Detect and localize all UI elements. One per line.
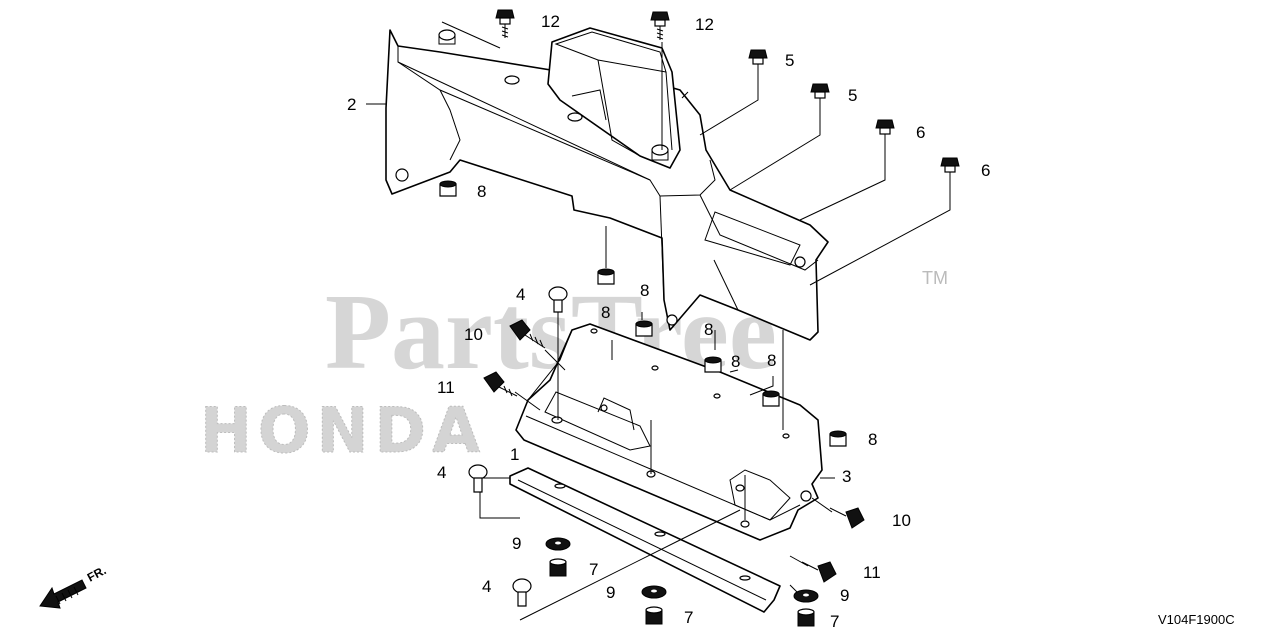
bolt-6-upper-icon: [875, 119, 895, 148]
part-1-scraper-plate: [509, 467, 781, 613]
callout-8a: 8: [477, 182, 486, 201]
callout-5b: 5: [848, 86, 857, 105]
washer-9-a-icon: [545, 537, 571, 551]
callout-12a: 12: [541, 12, 560, 31]
flange-bolt-11-right-icon: [801, 561, 837, 583]
carriage-bolt-4-c-icon: [512, 578, 532, 607]
callout-5a: 5: [785, 51, 794, 70]
callout-4a: 4: [516, 285, 525, 304]
flange-bolt-10-right-icon: [829, 507, 865, 529]
callout-6a: 6: [916, 123, 925, 142]
washer-9-b-icon: [641, 585, 667, 599]
callout-8f: 8: [868, 430, 877, 449]
leader-lines: [366, 21, 951, 621]
carriage-bolt-4-a-icon: [548, 286, 568, 313]
callout-4b: 4: [437, 463, 446, 482]
diagram-code: V104F1900C: [1158, 612, 1235, 627]
bolt-5-lower-icon: [810, 83, 830, 112]
callout-7b: 7: [684, 608, 693, 627]
callout-9c: 9: [840, 586, 849, 605]
callout-4c: 4: [482, 577, 491, 596]
callout-11a: 11: [437, 378, 455, 397]
callout-8g: 8: [704, 320, 713, 339]
nut-8-a-icon: [439, 180, 457, 197]
bolt-12-left-icon: [495, 9, 515, 38]
bolt-5-upper-icon: [748, 49, 768, 78]
callout-8e: 8: [767, 351, 776, 370]
watermark-oem: HONDA: [200, 394, 486, 467]
watermark-trademark: TM: [922, 268, 948, 288]
callout-6b: 6: [981, 161, 990, 180]
nut-8-c-icon: [635, 320, 653, 337]
nut-8-b-icon: [597, 268, 615, 285]
callout-2: 2: [347, 95, 356, 114]
washer-9-c-icon: [793, 589, 819, 603]
nut-8-e-icon: [762, 390, 780, 407]
nut-8-f-icon: [829, 430, 847, 447]
direction-indicator: FR.: [39, 563, 109, 609]
carriage-bolt-4-b-icon: [468, 464, 488, 493]
nut-7-a-icon: [549, 558, 567, 577]
callout-8c: 8: [601, 303, 610, 322]
callout-10b: 10: [892, 511, 911, 530]
direction-label: FR.: [85, 563, 109, 584]
callout-10a: 10: [464, 325, 483, 344]
callout-labels: 1 2 3 4 4 4 5 5 6 6 7 7 7 8 8 8 8 8 8 8 …: [347, 12, 990, 631]
callout-11b: 11: [863, 563, 881, 582]
callout-3: 3: [842, 467, 851, 486]
bolt-12-right-icon: [650, 11, 670, 40]
part-2-upper-frame: [385, 27, 829, 341]
nut-8-d-icon: [704, 356, 722, 373]
callout-7a: 7: [589, 560, 598, 579]
callout-12b: 12: [695, 15, 714, 34]
flange-bolt-11-left-icon: [483, 371, 518, 397]
nut-7-c-icon: [797, 608, 815, 627]
callout-8b: 8: [640, 281, 649, 300]
flange-bolt-10-left-icon: [509, 319, 546, 349]
callout-7c: 7: [830, 612, 839, 631]
callout-1: 1: [510, 445, 519, 464]
bolt-6-lower-icon: [940, 157, 960, 186]
callout-8d: 8: [731, 352, 740, 371]
nut-7-b-icon: [645, 606, 663, 625]
callout-9a: 9: [512, 534, 521, 553]
callout-9b: 9: [606, 583, 615, 602]
